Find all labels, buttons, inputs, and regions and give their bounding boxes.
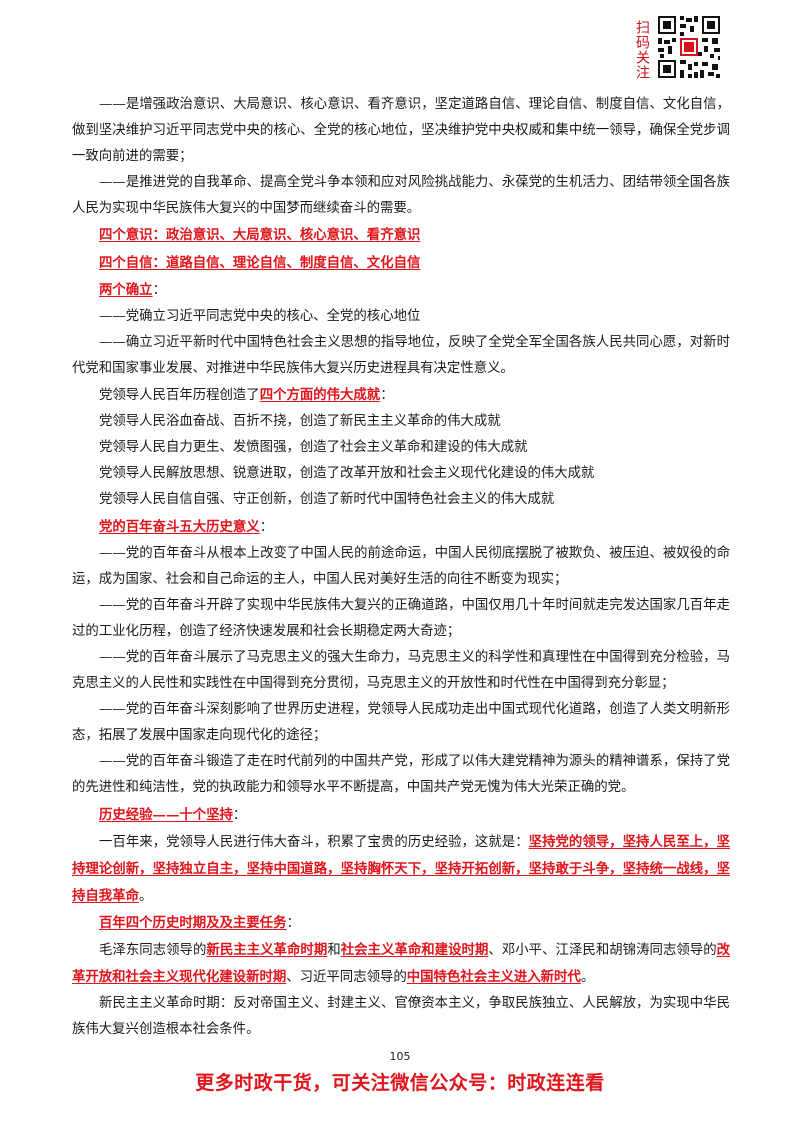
paragraph: 党领导人民百年历程创造了四个方面的伟大成就： — [99, 387, 394, 404]
paragraph: 党领导人民浴血奋战、百折不挠，创造了新民主主义革命的伟大成就 — [99, 414, 501, 430]
paragraph: ——党的百年奋斗从根本上改变了中国人民的前途命运，中国人民彻底摆脱了被欺负、被压… — [72, 545, 730, 587]
paragraph: ——党的百年奋斗开辟了实现中华民族伟大复兴的正确道路，中国仅用几十年时间就走完发… — [72, 597, 730, 639]
paragraph: 毛泽东同志领导的新民主主义革命时期和社会主义革命和建设时期、邓小平、江泽民和胡锦… — [72, 942, 731, 986]
qr-caption: 扫码关注 — [634, 20, 650, 80]
paragraph: 党领导人民解放思想、锐意进取，创造了改革开放和社会主义现代化建设的伟大成就 — [99, 466, 595, 482]
paragraph: 党领导人民自信自强、守正创新，创造了新时代中国特色社会主义的伟大成就 — [99, 492, 555, 508]
footer-banner: 更多时政干货，可关注微信公众号：时政连连看 — [195, 1072, 605, 1094]
qr-code-icon[interactable] — [656, 14, 722, 80]
paragraph: ——确立习近平新时代中国特色社会主义思想的指导地位，反映了全党全军全国各族人民共… — [72, 334, 730, 376]
heading-four-consciousness: 四个意识：政治意识、大局意识、核心意识、看齐意识 — [99, 227, 421, 244]
paragraph: ——党的百年奋斗展示了马克思主义的强大生命力，马克思主义的科学性和真理性在中国得… — [72, 649, 730, 692]
paragraph: ——党的百年奋斗深刻影响了世界历史进程，党领导人民成功走出中国式现代化道路，创造… — [72, 702, 730, 744]
paragraph: 新民主主义革命时期：反对帝国主义、封建主义、官僚资本主义，争取民族独立、人民解放… — [72, 996, 730, 1038]
paragraph: ——党确立习近平同志党中央的核心、全党的核心地位 — [99, 308, 421, 324]
paragraph: 一百年来，党领导人民进行伟大奋斗，积累了宝贵的历史经验，这就是：坚持党的领导，坚… — [72, 833, 730, 904]
paragraph: 党领导人民自力更生、发愤图强，创造了社会主义革命和建设的伟大成就 — [99, 440, 528, 456]
heading-five-significances: 党的百年奋斗五大历史意义： — [99, 518, 274, 535]
paragraph: ——党的百年奋斗锻造了走在时代前列的中国共产党，形成了以伟大建党精神为源头的精神… — [72, 754, 730, 796]
heading-four-periods: 百年四个历史时期及及主要任务： — [99, 914, 300, 931]
heading-historical-experience: 历史经验——十个坚持： — [99, 806, 247, 823]
document-body: ——是增强政治意识、大局意识、核心意识、看齐意识，坚定道路自信、理论自信、制度自… — [72, 92, 730, 1043]
heading-four-confidences: 四个自信：道路自信、理论自信、制度自信、文化自信 — [99, 254, 421, 271]
paragraph: ——是增强政治意识、大局意识、核心意识、看齐意识，坚定道路自信、理论自信、制度自… — [72, 97, 730, 165]
heading-two-establishments: 两个确立： — [99, 281, 166, 298]
page-number: 105 — [389, 1050, 411, 1063]
paragraph: ——是推进党的自我革命、提高全党斗争本领和应对风险挑战能力、永葆党的生机活力、团… — [72, 175, 730, 217]
